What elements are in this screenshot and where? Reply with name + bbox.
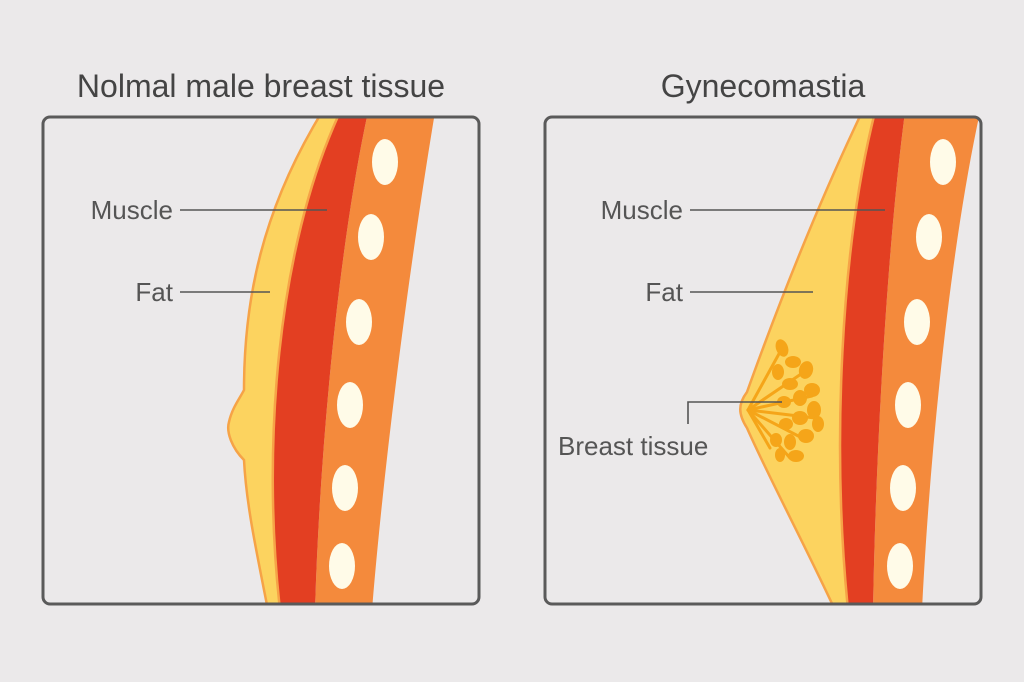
panel-title-gynecomastia: Gynecomastia — [660, 68, 866, 104]
panel-gynecomastia: Muscle Fat Breast tissue — [543, 115, 983, 606]
muscle-layer — [840, 117, 905, 604]
muscle-label: Muscle — [91, 195, 173, 225]
panel-title-normal: Nolmal male breast tissue — [76, 68, 446, 104]
breast-tissue-label: Breast tissue — [558, 431, 708, 461]
fat-layer — [739, 117, 877, 604]
fat-label: Fat — [135, 277, 173, 307]
muscle-label: Muscle — [601, 195, 683, 225]
rib-ovals — [329, 139, 398, 589]
muscle-layer — [272, 117, 368, 604]
panel-frame — [41, 115, 481, 606]
breast-tissue-leader-line — [687, 401, 782, 424]
fat-label: Fat — [645, 277, 683, 307]
breast-tissue-cluster — [746, 339, 824, 462]
fat-layer — [227, 117, 342, 604]
rib-ovals — [887, 139, 956, 589]
panel-frame — [543, 115, 983, 606]
panel-normal: Muscle Fat — [41, 115, 481, 606]
